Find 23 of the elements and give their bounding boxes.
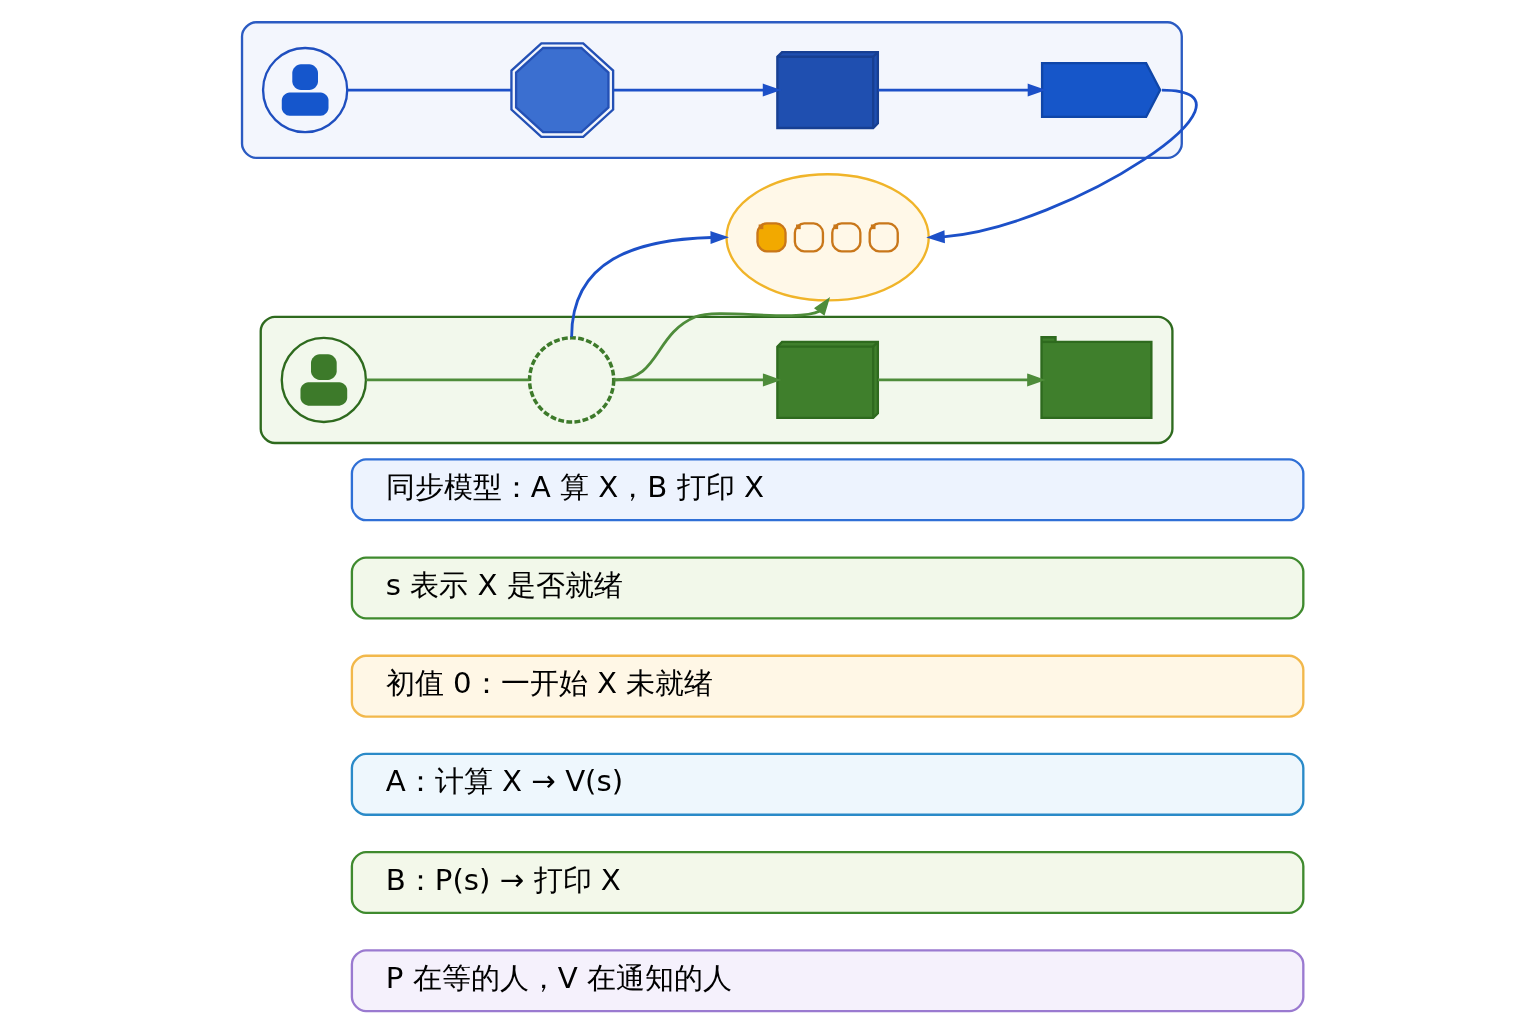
arrow [613,83,782,97]
arrow [614,297,831,382]
node-box: 初值 0：一开始 X 未就绪 [350,654,1305,718]
node-person [261,46,349,134]
arrow [926,88,1197,244]
node-spinner [527,336,616,424]
node-person [280,336,368,424]
node-box: A：计算 X → V(s) [350,752,1305,816]
arrow [614,373,782,387]
node-flag [1040,62,1162,119]
node-box: B：P(s) → 打印 X [350,850,1305,915]
cluster [240,21,1183,159]
node-box: 同步模型：A 算 X，B 打印 X [350,458,1305,522]
arrow [878,83,1047,97]
node-gear [510,42,615,138]
cluster [259,315,1174,445]
connector [365,378,530,382]
arrow [570,231,729,337]
node-ellipse [725,173,930,302]
arrow [878,373,1046,387]
node-box: P 在等的人，V 在通知的人 [350,949,1305,1013]
node-box: s 表示 X 是否就绪 [350,556,1305,620]
connector [347,88,512,92]
